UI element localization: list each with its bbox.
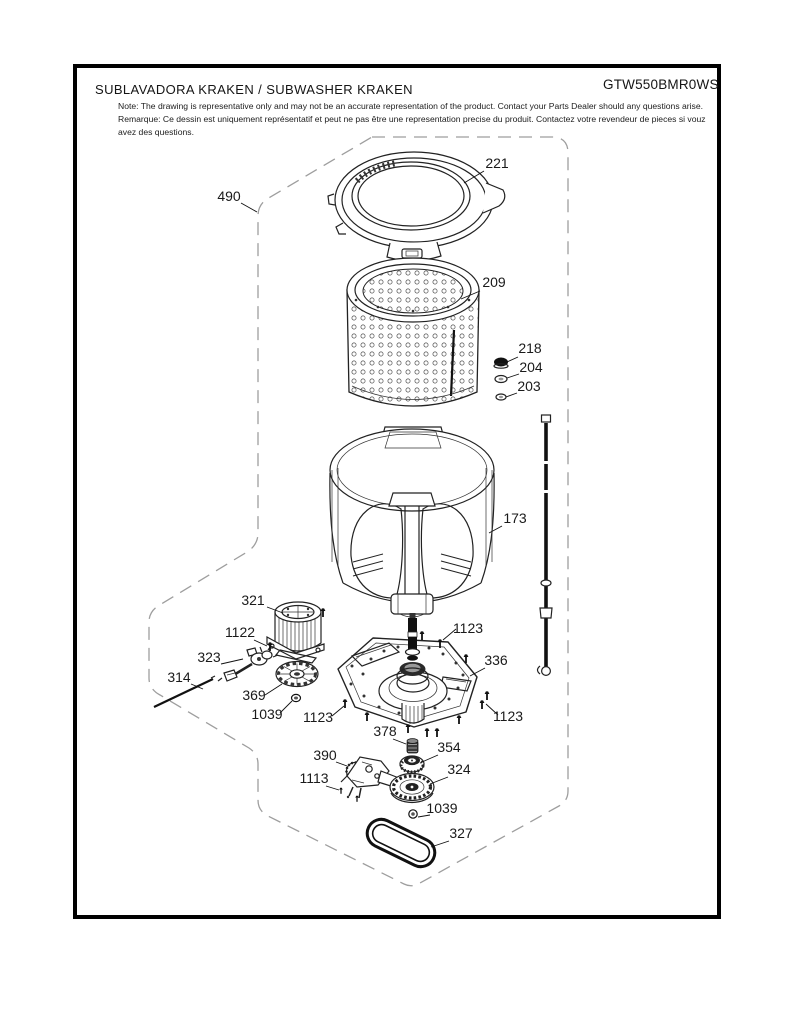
part-label-1113: 1113 <box>299 770 328 786</box>
drive-belt-drawing <box>365 817 437 869</box>
part-label-327: 327 <box>449 825 473 841</box>
part-label-1039a: 1039 <box>251 706 282 722</box>
leader-lines <box>190 170 520 848</box>
link-rod-drawing <box>153 675 216 708</box>
rotor-drawing <box>275 660 319 688</box>
part-label-354: 354 <box>437 739 461 755</box>
note-english: Note: The drawing is representative only… <box>118 101 704 111</box>
part-label-218: 218 <box>518 340 542 356</box>
nut-drawings <box>290 693 418 819</box>
platform-drawing <box>337 613 478 728</box>
part-label-336: 336 <box>484 652 508 668</box>
shaft-fasteners-drawing <box>493 357 509 401</box>
part-label-1123b: 1123 <box>453 620 483 636</box>
wash-basket-drawing <box>346 248 480 407</box>
wire-harness-drawing <box>217 645 279 682</box>
suspension-rod-drawing <box>536 414 553 676</box>
note-block: Note: The drawing is representative only… <box>118 100 710 139</box>
part-label-204: 204 <box>519 359 543 375</box>
part-label-378: 378 <box>373 723 397 739</box>
page-title: SUBLAVADORA KRAKEN / SUBWASHER KRAKEN <box>95 82 413 97</box>
part-label-209: 209 <box>482 274 506 290</box>
coupler-drawing <box>406 738 419 754</box>
outer-tub-drawing <box>329 426 495 618</box>
part-labels: 490 221 209 218 204 203 173 321 1122 323… <box>167 155 543 841</box>
assembly-boundary-outline <box>148 136 569 887</box>
part-label-1039b: 1039 <box>426 800 457 816</box>
part-label-490: 490 <box>217 188 241 204</box>
part-label-323: 323 <box>197 649 221 665</box>
page-border <box>73 64 721 919</box>
part-label-1123a: 1123 <box>303 709 333 725</box>
part-label-369: 369 <box>242 687 266 703</box>
part-label-390: 390 <box>313 747 337 763</box>
drive-motor-drawing <box>266 601 325 664</box>
part-label-321: 321 <box>241 592 265 608</box>
tub-cover-drawing <box>327 151 506 262</box>
part-label-173: 173 <box>503 510 527 526</box>
part-label-221: 221 <box>485 155 509 171</box>
note-french: Remarque: Ce dessin est uniquement repré… <box>118 113 706 137</box>
clutch-drawing <box>399 755 425 774</box>
pulley-drawing <box>389 772 435 804</box>
model-number: GTW550BMR0WS <box>603 77 719 92</box>
part-label-203: 203 <box>517 378 541 394</box>
part-label-1123c: 1123 <box>493 708 523 724</box>
part-label-1122: 1122 <box>225 624 255 640</box>
part-label-324: 324 <box>447 761 471 777</box>
part-label-314: 314 <box>167 669 191 685</box>
shift-actuator-drawing <box>340 756 400 799</box>
